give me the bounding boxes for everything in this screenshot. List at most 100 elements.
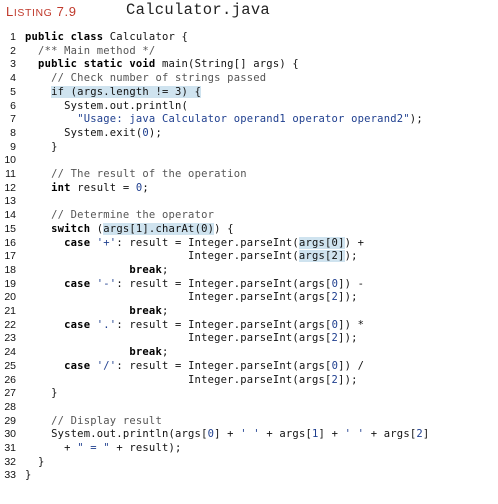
code-content: System.out.println(: [25, 100, 188, 114]
line-number: 29: [4, 414, 16, 427]
code-text: System.out.println(: [25, 99, 189, 112]
code-content: System.exit(0);: [25, 127, 162, 141]
code-text: }: [25, 469, 32, 482]
code-content: Integer.parseInt(args[2]);: [25, 291, 358, 305]
code-line: 14 // Determine the operator: [0, 209, 498, 223]
code-line: 10: [0, 154, 498, 168]
string-literal: '-': [96, 277, 117, 290]
code-text: ]) -: [338, 277, 365, 290]
code-line: 22 case '.': result = Integer.parseInt(a…: [0, 319, 498, 333]
code-text: ] +: [214, 428, 241, 441]
code-text: [25, 237, 64, 249]
code-text: : result = Integer.parseInt(: [116, 236, 299, 249]
keyword: break: [129, 305, 162, 317]
code-content: }: [25, 141, 58, 155]
code-line: 15 switch (args[1].charAt(0)) {: [0, 222, 498, 237]
line-number: 9: [10, 140, 16, 153]
code-text: + args[: [364, 428, 417, 441]
number-literal: 0: [207, 428, 215, 441]
number-literal: 1: [312, 428, 319, 441]
line-number: 28: [4, 400, 16, 413]
code-text: Integer.parseInt(args[: [25, 373, 332, 386]
code-text: [25, 360, 64, 372]
line-number: 17: [4, 250, 16, 263]
line-number: 32: [4, 455, 16, 468]
line-number: 22: [4, 318, 16, 331]
comment: // Display result: [51, 414, 162, 427]
code-text: ] +: [318, 428, 345, 441]
listing-header: LISTING 7.9 Calculator.java: [6, 1, 486, 26]
highlighted-code: args[1].charAt(0): [103, 222, 215, 235]
keyword: case: [64, 318, 91, 331]
code-text: }: [25, 387, 58, 400]
number-literal: 0: [142, 126, 149, 139]
code-text: result =: [70, 181, 136, 194]
code-content: case '-': result = Integer.parseInt(args…: [25, 278, 364, 292]
code-text: (: [90, 222, 104, 235]
code-line: 19 case '-': result = Integer.parseInt(a…: [0, 278, 498, 292]
line-number: 15: [4, 222, 16, 235]
line-number: 23: [4, 332, 16, 345]
line-number: 16: [4, 236, 16, 249]
keyword: switch: [51, 222, 91, 235]
line-number: 1: [10, 31, 16, 43]
string-literal: "Usage: java Calculator operand1 operato…: [77, 113, 410, 126]
code-content: "Usage: java Calculator operand1 operato…: [25, 113, 423, 127]
comment: // Determine the operator: [51, 209, 215, 222]
code-text: + args[: [259, 428, 312, 441]
line-number: 33: [4, 469, 16, 482]
keyword: case: [64, 236, 91, 249]
line-number: 8: [10, 126, 16, 139]
keyword: break: [129, 346, 162, 359]
code-text: : result = Integer.parseInt(args[: [116, 318, 332, 331]
line-number: 3: [10, 58, 16, 71]
code-text: [25, 264, 129, 276]
code-text: ]) /: [338, 359, 365, 372]
line-number: 27: [4, 387, 16, 400]
code-line: 26 Integer.parseInt(args[2]);: [0, 374, 498, 388]
line-number: 24: [4, 346, 16, 359]
code-line: 25 case '/': result = Integer.parseInt(a…: [0, 360, 498, 374]
code-text: }: [25, 140, 58, 153]
code-text: Calculator {: [103, 31, 189, 43]
string-literal: '/': [96, 359, 117, 372]
line-number: 7: [10, 113, 16, 126]
code-text: ]);: [338, 332, 358, 345]
line-number: 14: [4, 209, 16, 222]
line-number: 4: [10, 72, 16, 85]
number-literal: 2: [331, 332, 339, 345]
line-number: 6: [10, 99, 16, 112]
code-text: [25, 168, 51, 180]
code-line: 32 }: [0, 456, 498, 470]
code-line: 30 System.out.println(args[0] + ' ' + ar…: [0, 428, 498, 442]
line-number: 30: [4, 428, 16, 441]
code-text: [25, 113, 77, 125]
line-number: 31: [4, 442, 16, 454]
code-line: 28: [0, 401, 498, 415]
code-content: case '.': result = Integer.parseInt(args…: [25, 319, 364, 333]
listing-number: 7.9: [56, 4, 77, 19]
code-text: : result = Integer.parseInt(args[: [116, 359, 332, 372]
code-text: [25, 86, 51, 98]
code-text: }: [25, 455, 45, 468]
number-literal: 0: [135, 181, 143, 194]
highlighted-code: args[2]: [298, 250, 345, 263]
code-text: [25, 223, 51, 235]
code-content: Integer.parseInt(args[2]);: [25, 250, 358, 264]
keyword: int: [51, 181, 71, 194]
code-content: + " = " + result);: [25, 442, 182, 456]
code-content: }: [25, 456, 45, 470]
code-text: Integer.parseInt(: [25, 250, 299, 263]
listing-label-rest: ISTING: [13, 7, 53, 19]
code-text: ) {: [214, 222, 234, 235]
code-line: 11 // The result of the operation: [0, 168, 498, 182]
number-literal: 2: [331, 373, 339, 386]
code-text: System.exit(: [25, 126, 143, 139]
code-text: [25, 415, 51, 427]
number-literal: 0: [331, 359, 339, 372]
code-line: 6 System.out.println(: [0, 100, 498, 114]
code-content: Integer.parseInt(args[2]);: [25, 374, 358, 388]
keyword: public class: [25, 31, 104, 43]
line-number: 5: [10, 85, 16, 98]
code-content: // Display result: [25, 415, 162, 429]
